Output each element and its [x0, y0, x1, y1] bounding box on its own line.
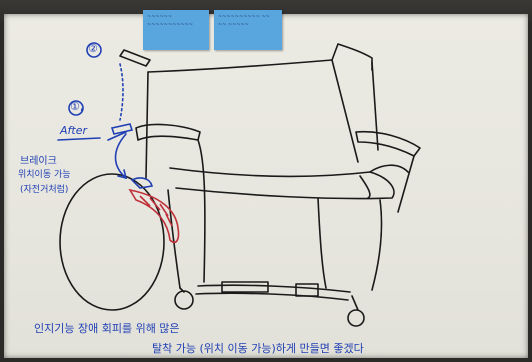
brake-label-line3: (자전거처럼): [20, 182, 68, 195]
footrest-left: [222, 282, 268, 292]
bottom-note-line2: 탈착 가능 (위치 이동 가능)하게 만들면 좋겠다: [152, 340, 364, 356]
after-underline: [58, 138, 100, 140]
left-handle: [120, 50, 150, 66]
caster-fork-right: [352, 296, 358, 310]
circle-two-label: ②: [88, 42, 98, 55]
right-armrest-post: [398, 156, 414, 212]
left-armrest: [136, 125, 200, 140]
footrest-right: [296, 284, 318, 296]
after-label: After: [60, 124, 87, 137]
frame-rear-leg: [372, 200, 382, 290]
frame-bottom-bar: [198, 285, 350, 292]
front-caster-left: [175, 291, 193, 309]
backrest-right-post: [332, 60, 358, 162]
right-armrest: [356, 132, 420, 156]
backrest-top-handle: [332, 44, 372, 70]
frame-bottom-bar-lower: [196, 293, 348, 300]
brake-label-line1: 브레이크: [20, 152, 57, 167]
bottom-note-line1: 인지기능 장애 회피를 위해 많은: [34, 320, 180, 336]
seat-side: [370, 165, 408, 172]
backrest-right-rear: [372, 62, 378, 150]
left-armrest-post: [198, 140, 205, 282]
big-wheel: [60, 174, 164, 310]
seat-cushion-line: [360, 176, 370, 198]
circle-one-label: ①,: [70, 100, 83, 113]
brake-lever-sketch: [112, 124, 132, 134]
dotted-move-line: [120, 64, 123, 120]
front-caster-right: [348, 310, 364, 326]
frame-right-leg: [318, 198, 326, 288]
brake-label-line2: 위치이동 가능: [18, 167, 71, 180]
backrest-top: [148, 60, 332, 72]
